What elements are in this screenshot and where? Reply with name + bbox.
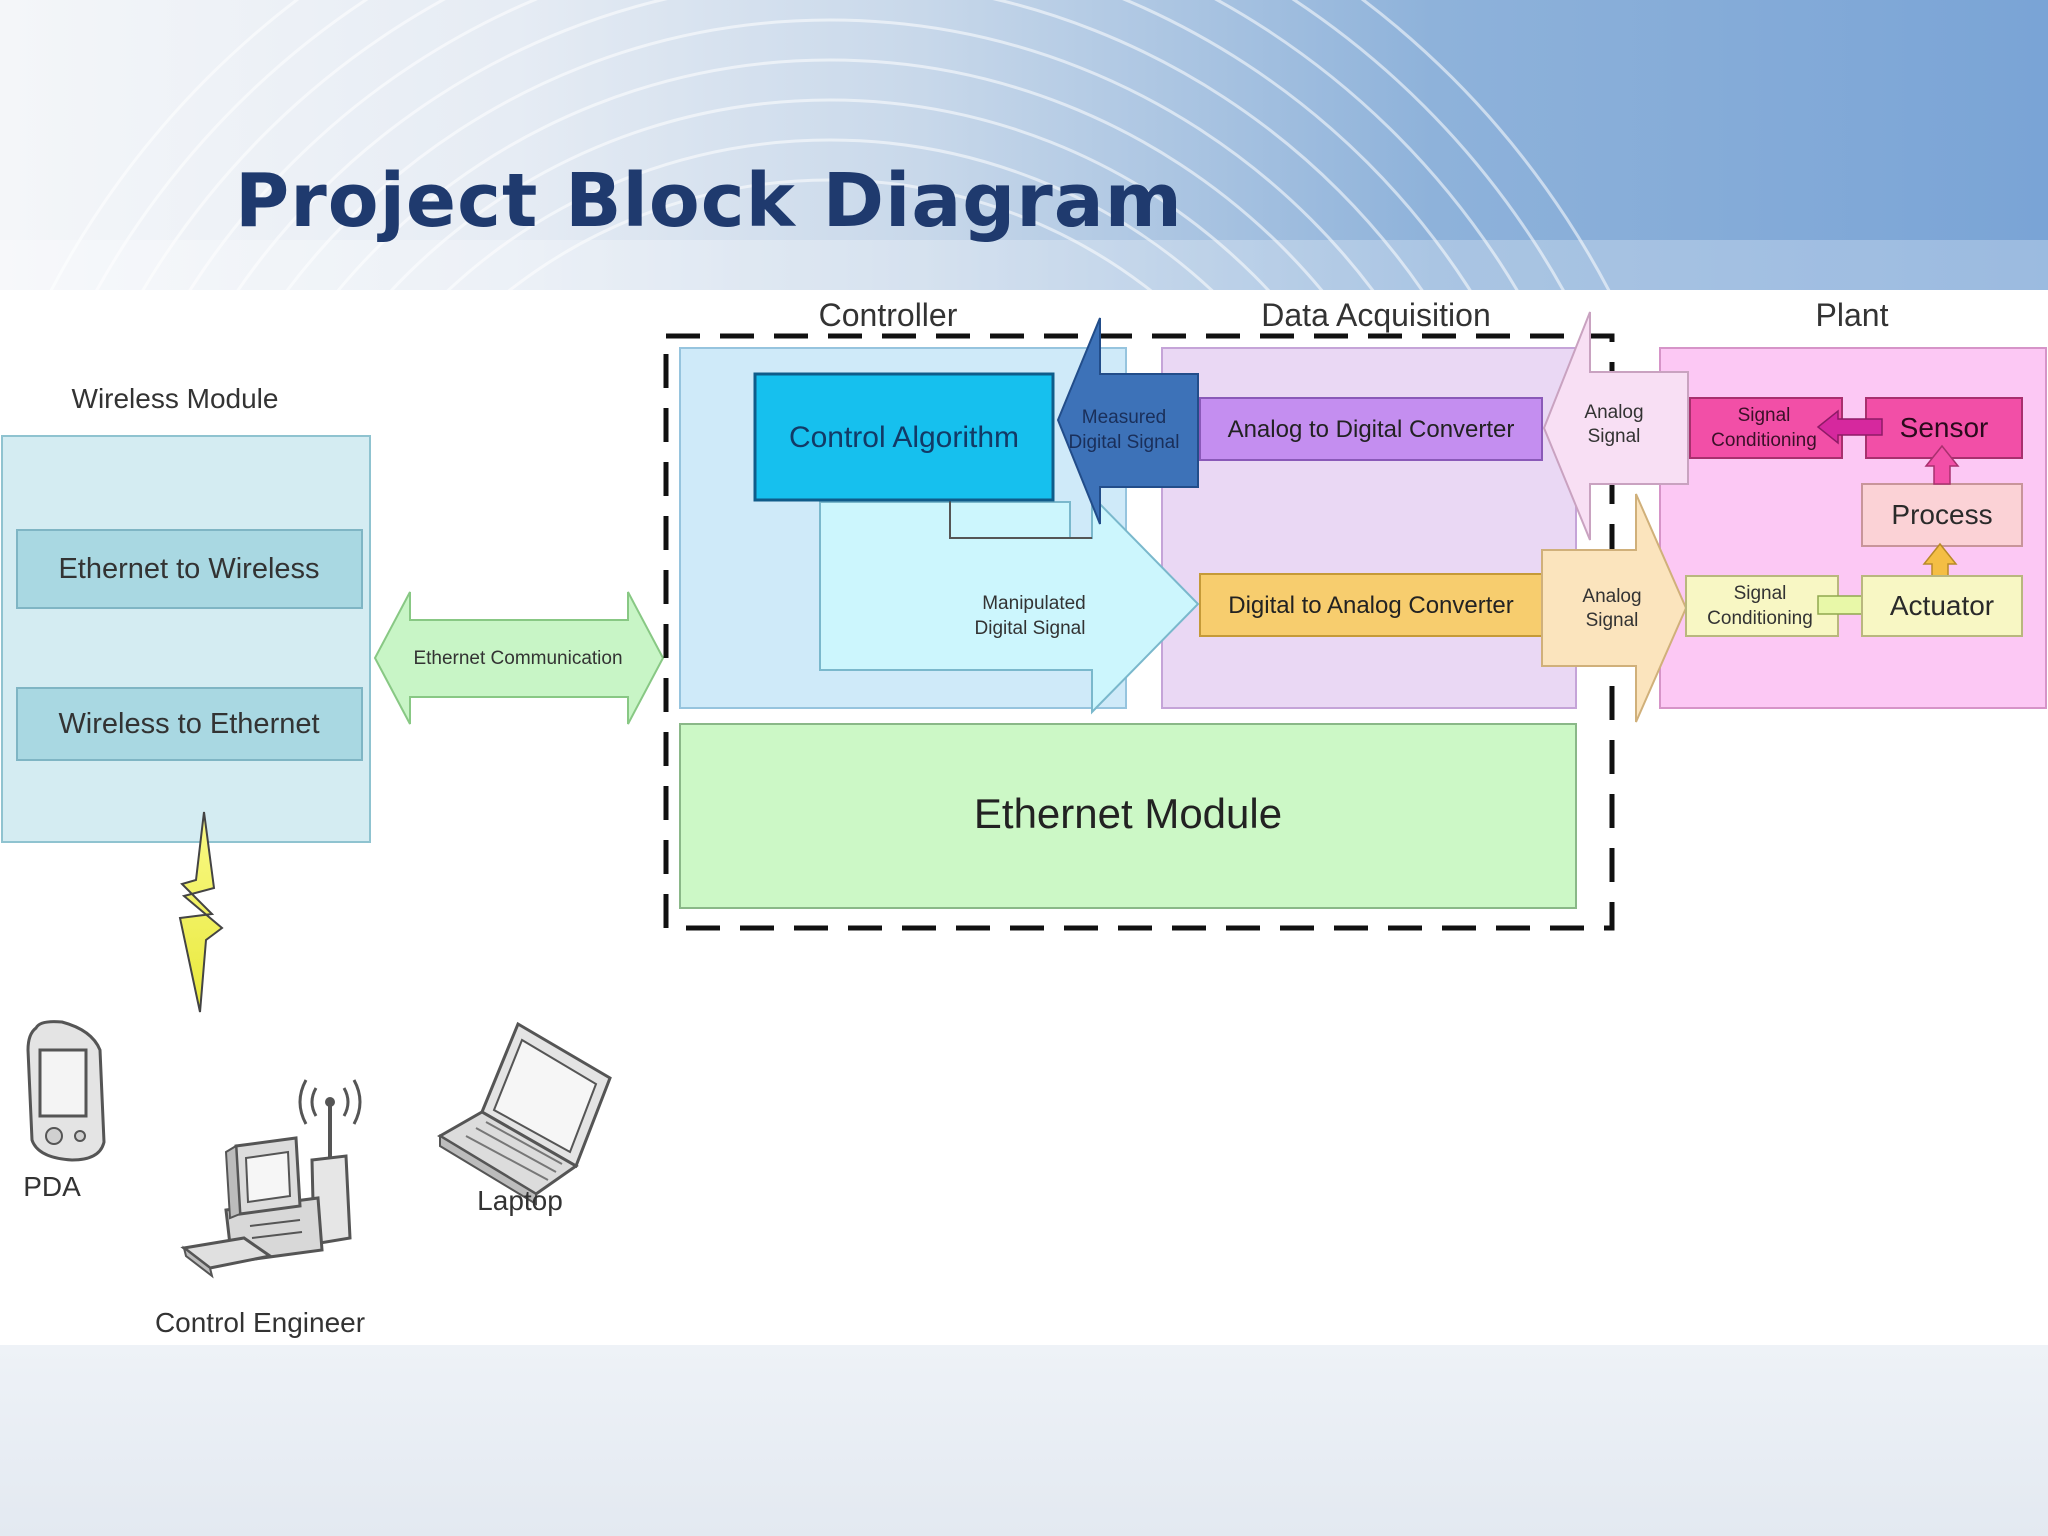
- sensor-label: Sensor: [1900, 412, 1989, 443]
- analog-signal-out-label-1: Analog: [1582, 586, 1641, 607]
- wireless-module-box: [1, 435, 371, 843]
- actuator-box: [1861, 575, 2023, 637]
- process-box: [1861, 483, 2023, 547]
- actuator-label: Actuator: [1890, 590, 1994, 621]
- signal-conditioning-bottom-box: [1685, 575, 1839, 637]
- adc-box: [1199, 397, 1543, 461]
- plant-label: Plant: [1816, 297, 1889, 333]
- control-algorithm-box: [753, 372, 1055, 502]
- wireless-to-ethernet-label: Wireless to Ethernet: [58, 708, 319, 740]
- workstation-icon: [180, 1079, 362, 1279]
- analog-signal-out-arrow: [1541, 493, 1688, 723]
- sensor-to-conditioning-arrow: [1816, 409, 1883, 445]
- laptop-icon: [437, 1021, 612, 1206]
- signal-conditioning-top-box: [1689, 397, 1843, 459]
- controller-label: Controller: [819, 297, 958, 333]
- adc-label: Analog to Digital Converter: [1228, 416, 1515, 443]
- diagram-canvas: Wireless Module Ethernet to Wireless Wir…: [0, 290, 2048, 1345]
- pda-label: PDA: [23, 1171, 81, 1202]
- signal-conditioning-bottom-label-2: Conditioning: [1707, 608, 1813, 629]
- slide-header: Project Block Diagram: [0, 0, 2048, 290]
- signal-conditioning-top-label-1: Signal: [1738, 405, 1791, 426]
- wireless-module-label: Wireless Module: [72, 383, 279, 414]
- block-diagram: Wireless Module Ethernet to Wireless Wir…: [1, 297, 2047, 1338]
- lightning-bolt-icon: [178, 811, 224, 1013]
- slide-footer: [0, 1345, 2048, 1536]
- control-engineer-label: Control Engineer: [155, 1307, 365, 1338]
- ethernet-communication-arrow: [373, 591, 665, 725]
- signal-conditioning-bottom-label-1: Signal: [1734, 583, 1787, 604]
- measured-digital-signal-arrow: [1056, 317, 1199, 525]
- signal-conditioning-top-label-2: Conditioning: [1711, 430, 1817, 451]
- measured-digital-signal-label-1: Measured: [1082, 407, 1167, 428]
- manipulated-digital-signal-label-2: Digital Signal: [975, 618, 1086, 639]
- ethernet-to-wireless-box: [16, 529, 363, 609]
- data-acquisition-label: Data Acquisition: [1261, 297, 1490, 333]
- pda-icon: [26, 1020, 106, 1162]
- ethernet-module-label: Ethernet Module: [974, 790, 1282, 837]
- manipulated-digital-signal-label-1: Manipulated: [982, 593, 1086, 614]
- measured-digital-signal-label-2: Digital Signal: [1069, 432, 1180, 453]
- process-label: Process: [1891, 499, 1992, 530]
- analog-signal-in-label-2: Signal: [1588, 426, 1641, 447]
- page-title: Project Block Diagram: [235, 158, 1183, 244]
- ethernet-module-box: [679, 723, 1577, 909]
- header-arcs-decoration: [0, 0, 2048, 290]
- manipulated-digital-signal-arrow: [819, 493, 1200, 715]
- analog-signal-in-arrow: [1542, 311, 1689, 541]
- analog-signal-out-label-2: Signal: [1586, 610, 1639, 631]
- process-to-sensor-arrow: [1924, 444, 1960, 485]
- wireless-to-ethernet-box: [16, 687, 363, 761]
- ethernet-communication-label: Ethernet Communication: [413, 648, 622, 669]
- ethernet-to-wireless-label: Ethernet to Wireless: [58, 553, 319, 585]
- control-algorithm-label: Control Algorithm: [789, 421, 1019, 454]
- dac-label: Digital to Analog Converter: [1228, 592, 1514, 619]
- analog-signal-in-label-1: Analog: [1584, 402, 1643, 423]
- feedback-connector-line: [949, 500, 1092, 539]
- laptop-label: Laptop: [477, 1185, 563, 1216]
